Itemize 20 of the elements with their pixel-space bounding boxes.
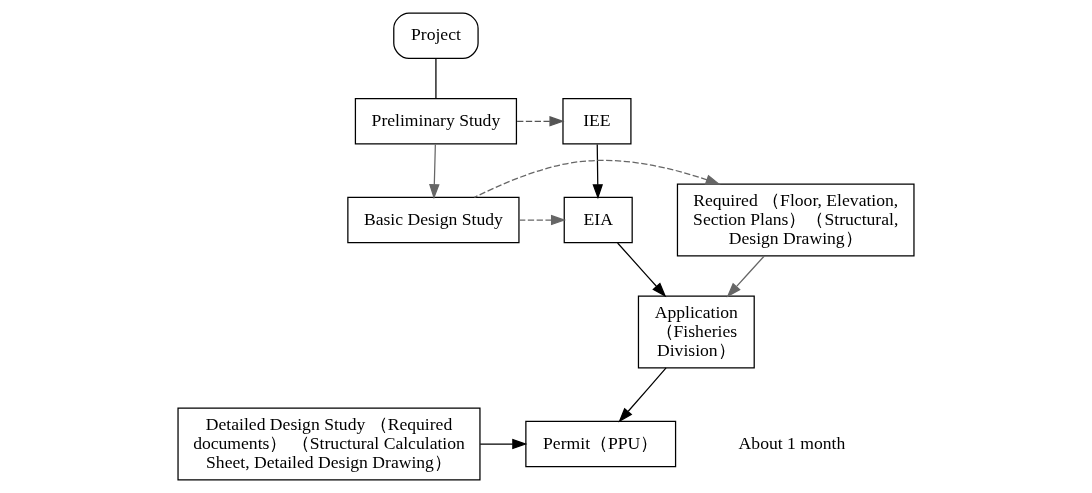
node-box: EIA [563, 196, 633, 244]
node-box: Basic Design Study [347, 196, 520, 244]
node-box: Required （Floor, Elevation, Section Plans）（Structural, Design Drawing） [676, 183, 915, 257]
arrow [473, 159, 721, 199]
label: About 1 month [738, 432, 846, 453]
node-box: Preliminary Study [354, 98, 518, 145]
node-box: Project [393, 12, 479, 60]
arrow [616, 242, 667, 298]
node-box: Detailed Design Study （Required documents） （Structural Calculation Sheet, Detailed Design Drawing） [177, 407, 481, 481]
arrow [518, 214, 567, 226]
arrow [592, 143, 604, 200]
connector [435, 58, 437, 99]
node-box: IEE [562, 98, 632, 145]
arrow [516, 116, 565, 127]
node-box: Application （Fisheries Division） [637, 295, 755, 369]
arrow [429, 143, 440, 200]
arrow [726, 255, 765, 298]
node-box: Permit（PPU） [525, 420, 677, 468]
arrow [479, 438, 528, 450]
arrow [618, 367, 667, 423]
